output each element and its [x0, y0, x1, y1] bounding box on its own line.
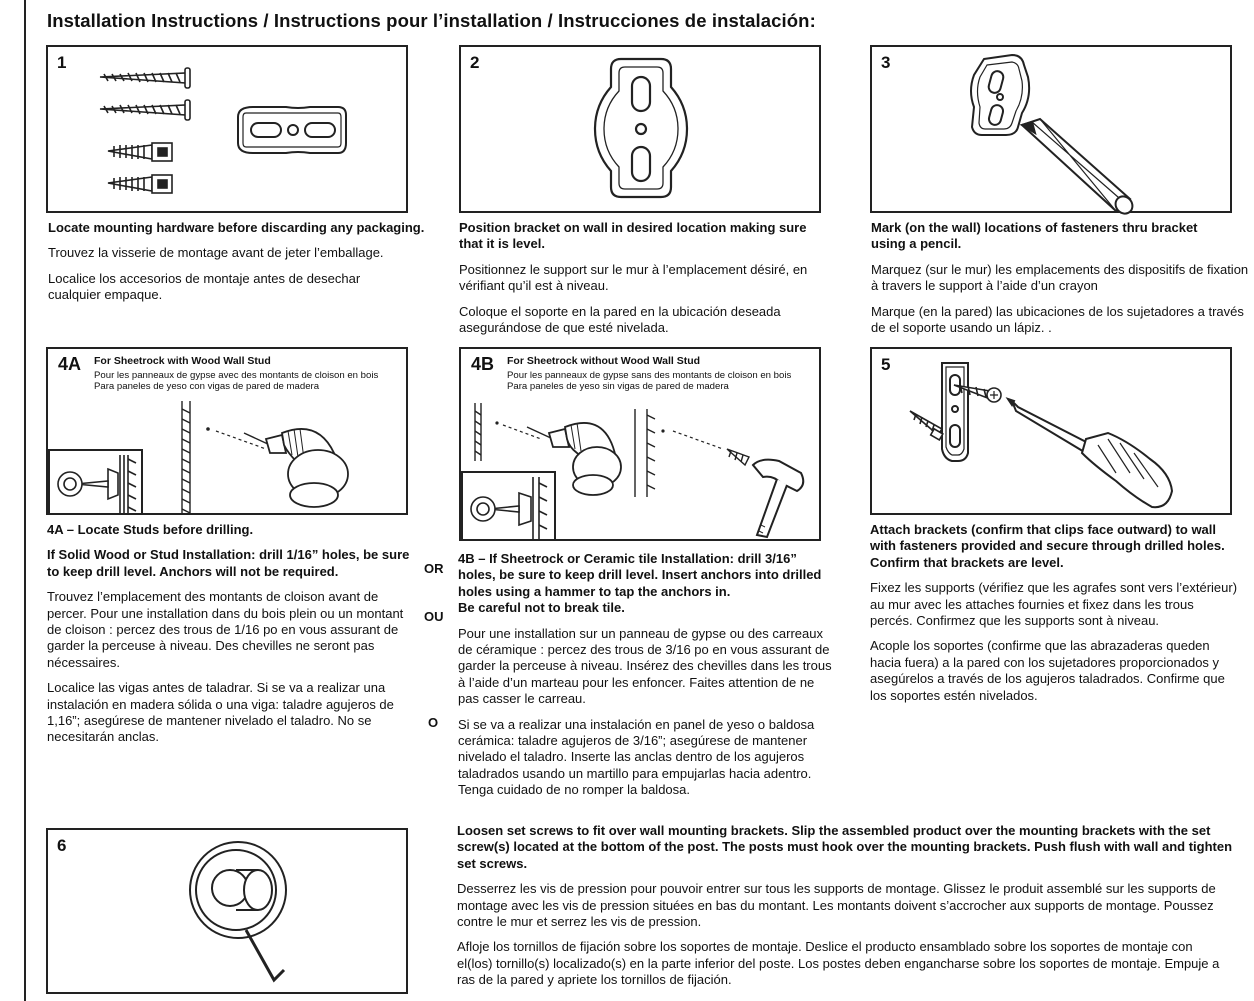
- step-5-french: Fixez les supports (vérifiez que les agr…: [870, 580, 1238, 629]
- step-number: 6: [57, 836, 67, 855]
- installed-post-detail: [57, 455, 137, 513]
- step-6-english: Loosen set screws to fit over wall mount…: [457, 823, 1233, 871]
- post-escutcheon-icon: [189, 841, 287, 939]
- step-4b-spanish: Si se va a realizar una instalación en p…: [458, 716, 815, 798]
- power-drill-icon: [243, 428, 349, 508]
- panel-4b-subtitle-spanish: Para paneles de yeso sin vigas de pared …: [507, 381, 729, 392]
- page-title: Installation Instructions / Instructions…: [47, 10, 816, 31]
- step-1-english: Locate mounting hardware before discardi…: [48, 220, 425, 235]
- step-number: 4B: [471, 354, 495, 374]
- panel-4a-title: For Sheetrock with Wood Wall Stud: [94, 355, 271, 367]
- step-1-french: Trouvez la visserie de montage avant de …: [48, 245, 384, 261]
- step-4b-english: 4B – If Sheetrock or Ceramic tile Instal…: [458, 551, 822, 599]
- allen-key-icon: [244, 929, 286, 983]
- drill-into-stud-illustration: [181, 401, 349, 515]
- step-1-instructions: Locate mounting hardware before discardi…: [48, 220, 438, 313]
- wall-anchor-icon: [726, 448, 750, 467]
- installed-post-inset: [461, 471, 556, 541]
- or-separator-spanish: O: [428, 715, 439, 730]
- panel-4b-subtitle-french: Pour les panneaux de gypse sans des mont…: [507, 370, 792, 381]
- panel-step-1: 1: [46, 45, 408, 213]
- step-4b-instructions: 4B – If Sheetrock or Ceramic tile Instal…: [458, 551, 842, 808]
- or-separator-french: OU: [424, 609, 444, 624]
- step-5-spanish: Acople los soportes (confirme que las ab…: [870, 638, 1225, 703]
- step-6-instructions: Loosen set screws to fit over wall mount…: [457, 823, 1252, 998]
- mounting-bracket-icon: [970, 53, 1031, 136]
- step-3-english: Mark (on the wall) locations of fastener…: [871, 220, 1198, 252]
- drill-and-anchor-illustration: [474, 403, 805, 539]
- screw-icon: [909, 410, 944, 442]
- wall-anchor-icon: [107, 142, 173, 162]
- step-5-english: Attach brackets (confirm that clips face…: [870, 522, 1225, 570]
- step-number: 5: [881, 355, 891, 374]
- step-4a-french: Trouvez l’emplacement des montants de cl…: [47, 589, 404, 670]
- step-4a-heading: 4A – Locate Studs before drilling.: [47, 522, 254, 537]
- screw-icon: [99, 99, 191, 121]
- tighten-set-screw-illustration: [189, 841, 287, 983]
- power-drill-icon: [526, 422, 622, 496]
- step-3-instructions: Mark (on the wall) locations of fastener…: [871, 220, 1249, 345]
- step-6-french: Desserrez les vis de pression pour pouvo…: [457, 881, 1216, 930]
- mounting-bracket-icon: [941, 362, 969, 462]
- wall-anchor-icon: [107, 174, 173, 194]
- bracket-on-wall-illustration: [593, 57, 689, 199]
- panel-step-2: 2: [459, 45, 821, 213]
- panel-4a-subtitle-spanish: Para paneles de yeso con vigas de pared …: [94, 381, 320, 392]
- hammer-icon: [751, 458, 805, 539]
- wall-stud-icon: [181, 401, 191, 515]
- screwdriver-icon: [1005, 397, 1174, 509]
- step-number: 2: [470, 53, 480, 72]
- panel-4b-title: For Sheetrock without Wood Wall Stud: [507, 355, 701, 367]
- step-3-french: Marquez (sur le mur) les emplacements de…: [871, 261, 1249, 294]
- installed-post-inset: [48, 449, 143, 515]
- sheetrock-wall-icon: [634, 409, 656, 497]
- panel-step-3: 3: [870, 45, 1232, 215]
- step-2-spanish: Coloque el soporte en la pared en la ubi…: [459, 303, 781, 336]
- step-4a-spanish: Localice las vigas antes de taladrar. Si…: [47, 680, 394, 745]
- panel-step-6: 6: [46, 828, 408, 994]
- step-4a-english: If Solid Wood or Stud Installation: dril…: [47, 547, 410, 579]
- panel-step-4b: 4B For Sheetrock without Wood Wall Stud …: [459, 347, 821, 541]
- screw-icon: [99, 67, 191, 89]
- mounting-bracket-icon: [593, 57, 689, 199]
- step-4b-french: Pour une installation sur un panneau de …: [458, 625, 832, 707]
- or-separator-english: OR: [424, 561, 444, 576]
- step-4a-instructions: 4A – Locate Studs before drilling. If So…: [47, 522, 417, 755]
- panel-4a-subtitle: Pour les panneaux de gypse avec des mont…: [94, 370, 394, 392]
- panel-4b-subtitle: Pour les panneaux de gypse sans des mont…: [507, 370, 807, 392]
- pencil-icon: [1019, 117, 1134, 215]
- step-4b-english-caution: Be careful not to break tile.: [458, 600, 625, 616]
- installed-post-detail: [470, 477, 548, 539]
- sheetrock-wall-icon: [474, 403, 482, 461]
- step-3-spanish: Marque (en la pared) las ubicaciones de …: [871, 303, 1244, 336]
- step-6-spanish: Afloje los tornillos de fijación sobre l…: [457, 939, 1220, 988]
- panel-step-5: 5: [870, 347, 1232, 515]
- hardware-illustration: [99, 67, 347, 194]
- step-1-spanish: Localice los accesorios de montaje antes…: [48, 270, 361, 303]
- attach-bracket-illustration: [909, 362, 1174, 509]
- screw-icon: [953, 384, 1002, 403]
- panel-step-4a: 4A For Sheetrock with Wood Wall Stud Pou…: [46, 347, 408, 515]
- mark-with-pencil-illustration: [970, 53, 1134, 215]
- step-5-instructions: Attach brackets (confirm that clips face…: [870, 522, 1245, 713]
- page-left-rule: [24, 0, 26, 1001]
- step-number: 3: [881, 53, 891, 72]
- step-number: 1: [57, 53, 67, 72]
- step-number: 4A: [58, 354, 82, 374]
- mounting-bracket-icon: [237, 106, 347, 154]
- panel-4a-subtitle-french: Pour les panneaux de gypse avec des mont…: [94, 370, 379, 381]
- step-2-english: Position bracket on wall in desired loca…: [459, 220, 807, 252]
- step-2-instructions: Position bracket on wall in desired loca…: [459, 220, 845, 345]
- step-2-french: Positionnez le support sur le mur à l’em…: [459, 261, 808, 294]
- pilot-hole-mark: [206, 427, 210, 431]
